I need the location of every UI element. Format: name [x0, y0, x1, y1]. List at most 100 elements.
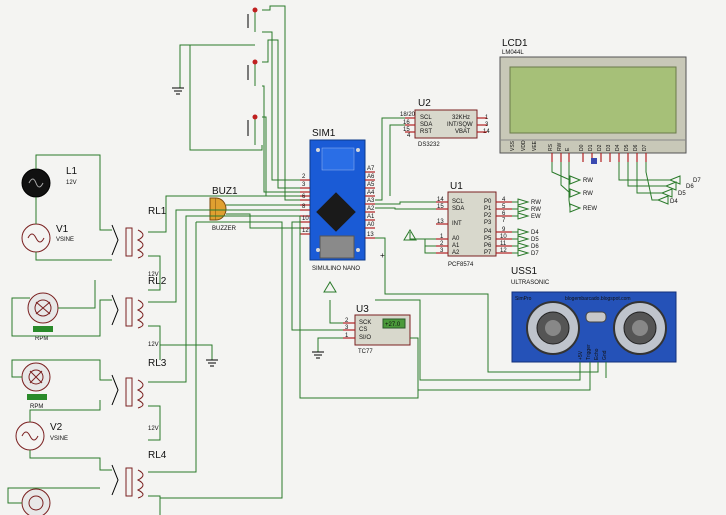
- rl2-12v: 12V: [148, 342, 159, 348]
- v1-source: [21, 223, 51, 253]
- svg-text:12: 12: [500, 248, 507, 254]
- svg-text:VDD: VDD: [521, 140, 527, 151]
- svg-text:7: 7: [502, 218, 506, 224]
- fan3-motor: [21, 488, 51, 515]
- svg-text:P0: P0: [484, 199, 492, 205]
- svg-text:RST: RST: [420, 129, 432, 135]
- u1-pin-labels: SCL SDA INT A0 A1 A2 14 15 13 1 2 3 P0 P…: [437, 197, 507, 256]
- relays: [111, 224, 144, 499]
- svg-text:D0: D0: [579, 144, 585, 151]
- uss1-ultrasonic-sensor[interactable]: [511, 291, 677, 363]
- svg-text:D7: D7: [642, 144, 648, 151]
- lcd1-pin-labels: VSS VDD VEE RS RW E D0 D1 D2 D3 D4 D5 D6…: [510, 140, 648, 151]
- svg-text:A1: A1: [367, 214, 375, 220]
- svg-text:SDA: SDA: [420, 122, 432, 128]
- u2-label: U2: [418, 98, 431, 109]
- sim1-label: SIM1: [312, 128, 336, 139]
- u1-part: PCF8574: [448, 262, 474, 268]
- u2-part: DS3232: [418, 142, 440, 148]
- svg-text:15: 15: [403, 127, 410, 133]
- svg-text:9: 9: [502, 227, 506, 233]
- buz1-buzzer[interactable]: [209, 197, 227, 221]
- svg-text:6: 6: [502, 211, 506, 217]
- i2c-wires: +: [375, 201, 436, 260]
- svg-text:SCL: SCL: [420, 115, 432, 121]
- u1-io-expander[interactable]: [447, 191, 497, 257]
- svg-text:D6: D6: [686, 184, 694, 190]
- svg-text:E: E: [565, 147, 571, 151]
- button-wiring: [172, 5, 300, 201]
- u2-rtc[interactable]: [414, 109, 478, 139]
- rl1-label: RL1: [148, 206, 167, 217]
- svg-text:5: 5: [502, 204, 506, 210]
- fan2-motor: [21, 362, 51, 400]
- svg-text:RW: RW: [531, 207, 541, 213]
- svg-text:11: 11: [500, 241, 507, 247]
- v2-part: VSINE: [50, 436, 68, 442]
- u3-wires: [291, 216, 419, 399]
- l1-label: L1: [66, 166, 78, 177]
- v2-source: [15, 421, 45, 451]
- u3-temp-sensor[interactable]: [354, 314, 411, 346]
- svg-text:10: 10: [302, 216, 309, 222]
- lcd1-part: LM044L: [502, 50, 524, 56]
- sim1-sublabel: SIMULINO NANO: [312, 266, 360, 272]
- sim1-pins: [300, 171, 375, 239]
- svg-text:INT: INT: [452, 221, 462, 227]
- svg-text:D5: D5: [624, 144, 630, 151]
- svg-text:Gnd: Gnd: [602, 350, 608, 360]
- svg-text:VBAT: VBAT: [455, 129, 471, 135]
- svg-text:RW: RW: [583, 191, 593, 197]
- buz1-part: BUZZER: [212, 226, 237, 232]
- uss1-pin-labels: +5V Trigger Echo Gnd: [578, 344, 608, 360]
- svg-text:RS: RS: [548, 143, 554, 151]
- svg-text:VSS: VSS: [510, 140, 516, 151]
- uss1-part: ULTRASONIC: [511, 280, 550, 286]
- sim1-arduino-nano[interactable]: [309, 139, 366, 261]
- svg-text:10: 10: [500, 234, 507, 240]
- svg-text:REW: REW: [583, 206, 597, 212]
- svg-text:12: 12: [302, 228, 309, 234]
- svg-text:SCL: SCL: [452, 199, 464, 205]
- svg-text:1: 1: [440, 234, 444, 240]
- svg-text:D4: D4: [531, 230, 539, 236]
- svg-text:P4: P4: [484, 229, 492, 235]
- svg-text:D2: D2: [597, 144, 603, 151]
- svg-text:D3: D3: [606, 144, 612, 151]
- svg-text:A2: A2: [452, 250, 460, 256]
- sim1-left-pin-labels: 2 3 6 8 10 12: [302, 174, 309, 234]
- svg-text:A1: A1: [452, 243, 460, 249]
- u3-readout: +27.0: [385, 322, 401, 328]
- svg-text:16: 16: [403, 120, 410, 126]
- v1-label: V1: [56, 224, 69, 235]
- lcd1-display[interactable]: [499, 56, 687, 154]
- svg-text:A5: A5: [367, 182, 375, 188]
- fan1-motor: [27, 292, 59, 332]
- u3-part: TC77: [358, 349, 373, 355]
- rl3-label: RL3: [148, 358, 167, 369]
- sim1-right-pin-labels: A7 A6 A5 A4 A3 A2 A1 A0 13: [367, 166, 375, 238]
- svg-text:A3: A3: [367, 198, 375, 204]
- lcd1-bus-wires: [551, 158, 681, 213]
- svg-text:32KHz: 32KHz: [452, 115, 470, 121]
- fan2-rpm: RPM: [30, 404, 43, 410]
- svg-text:D1: D1: [588, 144, 594, 151]
- svg-text:INT/SQW: INT/SQW: [447, 122, 473, 128]
- svg-text:A7: A7: [367, 166, 375, 172]
- push-buttons: [247, 7, 258, 145]
- svg-text:14: 14: [437, 197, 444, 203]
- rl2-label: RL2: [148, 276, 167, 287]
- svg-text:A0: A0: [452, 236, 460, 242]
- svg-text:Echo: Echo: [594, 348, 600, 360]
- uss1-label: USS1: [511, 266, 538, 277]
- u1-label: U1: [450, 181, 463, 192]
- svg-text:+: +: [380, 251, 385, 260]
- lcd1-label: LCD1: [502, 38, 528, 49]
- svg-text:15: 15: [437, 204, 444, 210]
- relay-coil-wires: [148, 195, 300, 515]
- svg-text:SDA: SDA: [452, 206, 464, 212]
- svg-text:P1: P1: [484, 206, 492, 212]
- v1-part: VSINE: [56, 237, 74, 243]
